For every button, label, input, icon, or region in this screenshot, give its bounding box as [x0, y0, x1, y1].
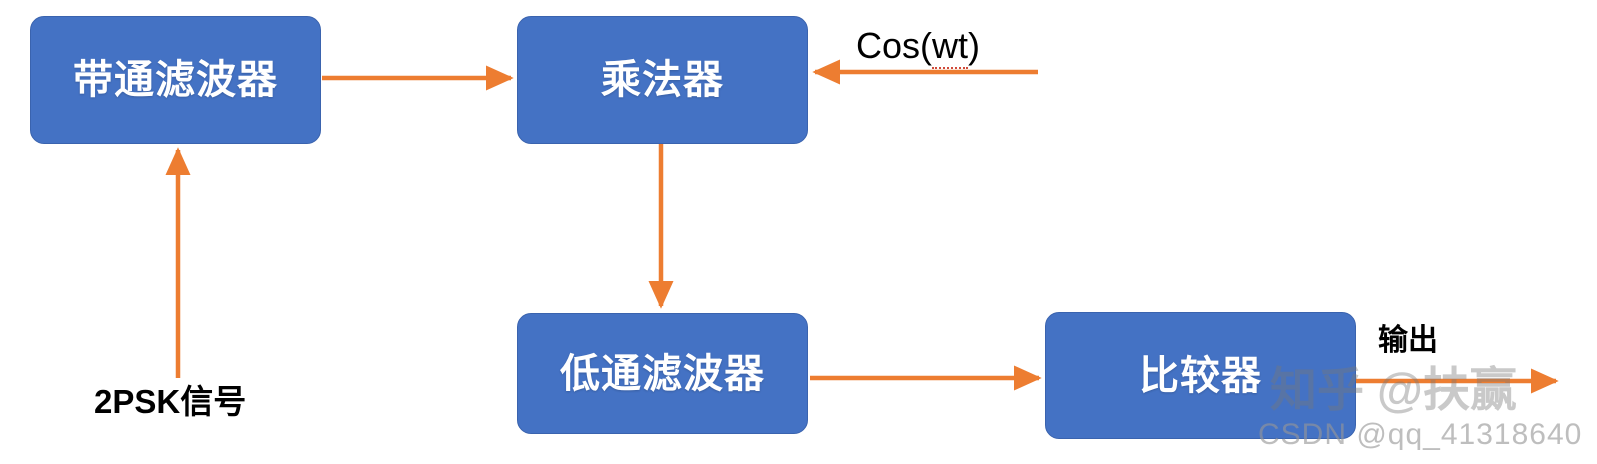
label-carrier-misspelled-word: wt: [932, 25, 969, 69]
block-comparator[interactable]: 比较器: [1045, 312, 1356, 439]
block-bandpass-filter[interactable]: 带通滤波器: [30, 16, 321, 144]
label-carrier-cos-wt: Cos(wt): [856, 25, 981, 69]
block-comparator-label: 比较器: [1139, 353, 1262, 398]
block-multiplier-label: 乘法器: [601, 58, 724, 102]
label-output: 输出: [1378, 324, 1438, 357]
label-input-2psk-signal: 2PSK信号: [94, 383, 247, 420]
label-carrier-suffix: ): [968, 25, 981, 66]
block-lowpass-filter[interactable]: 低通滤波器: [517, 313, 808, 434]
label-carrier-prefix: Cos(: [856, 25, 933, 66]
block-multiplier[interactable]: 乘法器: [517, 16, 808, 144]
block-lowpass-filter-label: 低通滤波器: [560, 351, 765, 396]
block-bandpass-filter-label: 带通滤波器: [73, 58, 278, 102]
